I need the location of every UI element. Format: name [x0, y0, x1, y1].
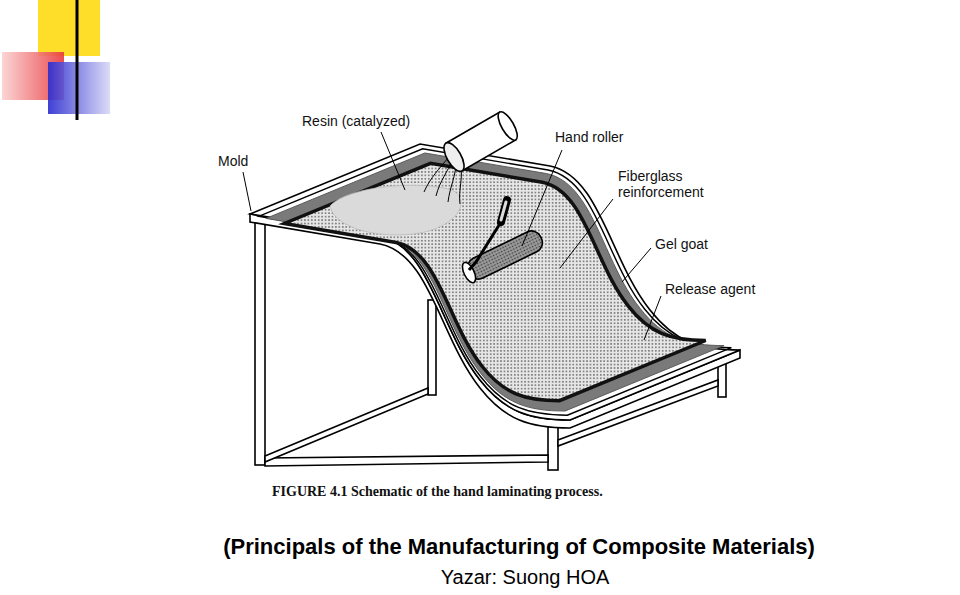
roller-handle	[469, 222, 501, 270]
part-label: Fiberglass reinforcement	[618, 168, 718, 200]
gel-coat-layer	[266, 153, 724, 411]
resin-container	[440, 109, 521, 174]
decor-line	[76, 0, 79, 120]
part-label: Release agent	[665, 281, 755, 297]
leader-line	[560, 199, 613, 268]
part-label: Hand roller	[555, 129, 623, 145]
container-opening	[440, 140, 468, 175]
release-agent-layer	[259, 149, 732, 415]
hand-roller	[460, 228, 546, 285]
leader-line	[644, 296, 661, 340]
roller-grip	[501, 200, 507, 222]
frame-bar	[265, 455, 548, 466]
frame-leg	[428, 300, 436, 395]
roller-cylinder	[464, 228, 546, 283]
decor-square	[48, 62, 110, 114]
frame-leg	[548, 425, 558, 470]
frame-bar	[265, 388, 428, 462]
leader-line	[622, 248, 651, 282]
decor-square	[38, 0, 100, 56]
leader-line	[381, 132, 405, 190]
resin-area	[330, 185, 461, 235]
author-line: Yazar: Suong HOA	[441, 566, 610, 589]
part-label: Gel goat	[655, 236, 708, 252]
part-label: Mold	[218, 153, 248, 169]
leader-line	[243, 172, 251, 211]
container-end	[495, 109, 521, 143]
decor-line	[40, 94, 960, 97]
leader-line	[522, 150, 562, 246]
source-title: (Principals of the Manufacturing of Comp…	[223, 534, 815, 560]
frame-leg	[255, 222, 265, 465]
figure-caption: FIGURE 4.1 Schematic of the hand laminat…	[272, 484, 603, 500]
leader-lines	[243, 132, 661, 340]
resin-drip	[436, 160, 452, 196]
roller-grip-highlight	[501, 202, 506, 220]
part-label: Resin (catalyzed)	[302, 113, 410, 129]
resin-drip	[424, 158, 448, 192]
